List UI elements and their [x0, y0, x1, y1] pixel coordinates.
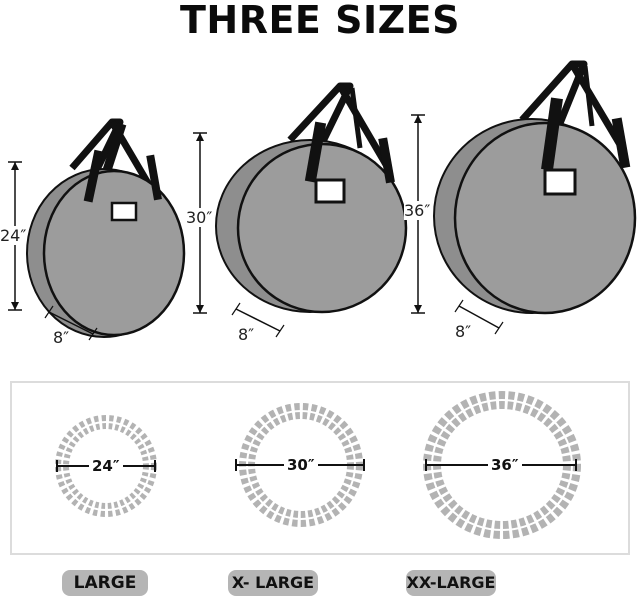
wreath-diameter-label-36: 36″ — [488, 456, 522, 474]
page-title: THREE SIZES — [179, 0, 461, 42]
depth-dimension-x-large — [231, 302, 285, 338]
depth-dimension-large — [44, 305, 98, 341]
size-pill-large: LARGE — [62, 570, 148, 596]
size-pill-xx-large: XX-LARGE — [406, 570, 496, 596]
size-pill-x-large: X- LARGE — [228, 570, 318, 596]
height-label-large: 24″ — [0, 226, 27, 245]
height-label-x-large: 30″ — [186, 208, 213, 227]
depth-label-large: 8″ — [53, 328, 70, 347]
bag-xx-large-illustration — [433, 60, 637, 315]
bag-x-large-illustration — [215, 82, 408, 314]
depth-label-x-large: 8″ — [238, 325, 255, 344]
depth-dimension-xx-large — [454, 299, 504, 335]
wreath-diameter-label-30: 30″ — [284, 456, 318, 474]
wreath-diameter-label-24: 24″ — [89, 457, 123, 475]
depth-label-xx-large: 8″ — [455, 322, 472, 341]
height-label-xx-large: 36″ — [404, 201, 431, 220]
bag-large-illustration — [26, 118, 186, 338]
